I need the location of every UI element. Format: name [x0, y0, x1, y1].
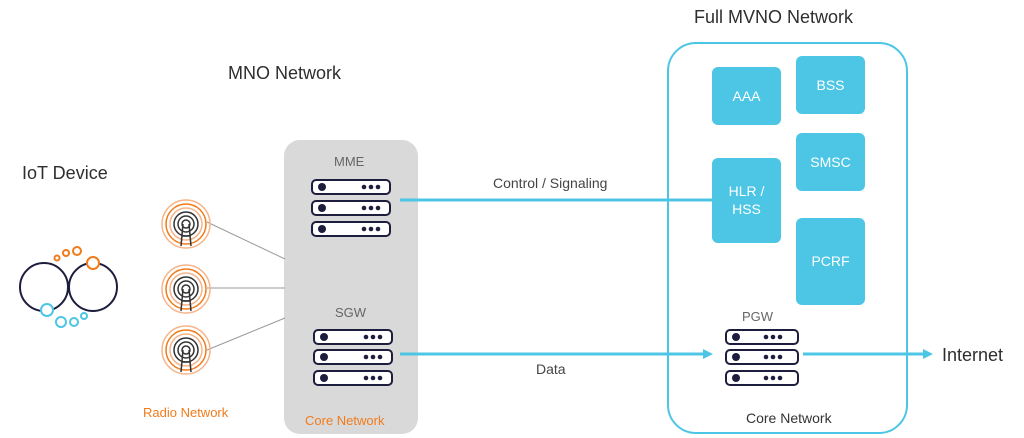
- radio-link-1: [206, 221, 286, 260]
- aaa-label: AAA: [732, 88, 761, 104]
- mvno-core-network-label: Core Network: [746, 410, 832, 426]
- internet-label: Internet: [942, 345, 1004, 365]
- pcrf-box: [796, 218, 865, 305]
- hss-label: HSS: [732, 201, 761, 217]
- mvno-network-title: Full MVNO Network: [694, 7, 854, 27]
- radio-antenna-icon: [161, 325, 211, 375]
- hlr-label: HLR /: [728, 183, 765, 199]
- smsc-label: SMSC: [810, 154, 851, 170]
- bss-label: BSS: [816, 77, 845, 93]
- data-label: Data: [536, 361, 566, 377]
- mme-label: MME: [334, 154, 365, 169]
- iot-device-icon: [19, 246, 118, 328]
- radio-antenna-icon: [161, 199, 211, 249]
- control-signaling-label: Control / Signaling: [493, 175, 608, 191]
- radio-link-3: [206, 317, 286, 351]
- mme-server-stack-icon: [311, 179, 391, 237]
- mvno-network-container: [667, 42, 908, 434]
- sgw-label: SGW: [335, 305, 367, 320]
- radio-antenna-icon: [161, 264, 211, 314]
- mno-network-title: MNO Network: [228, 63, 342, 83]
- mno-core-network-label: Core Network: [305, 413, 385, 428]
- pgw-server-stack-icon: [725, 329, 799, 386]
- hlr-hss-box: [712, 158, 781, 243]
- radio-network-label: Radio Network: [143, 405, 229, 420]
- sgw-server-stack-icon: [313, 329, 393, 386]
- smsc-box: [796, 133, 865, 191]
- bss-box: [796, 56, 865, 114]
- pcrf-label: PCRF: [811, 253, 850, 269]
- pgw-label: PGW: [742, 309, 774, 324]
- iot-device-title: IoT Device: [22, 163, 108, 183]
- aaa-box: [712, 67, 781, 125]
